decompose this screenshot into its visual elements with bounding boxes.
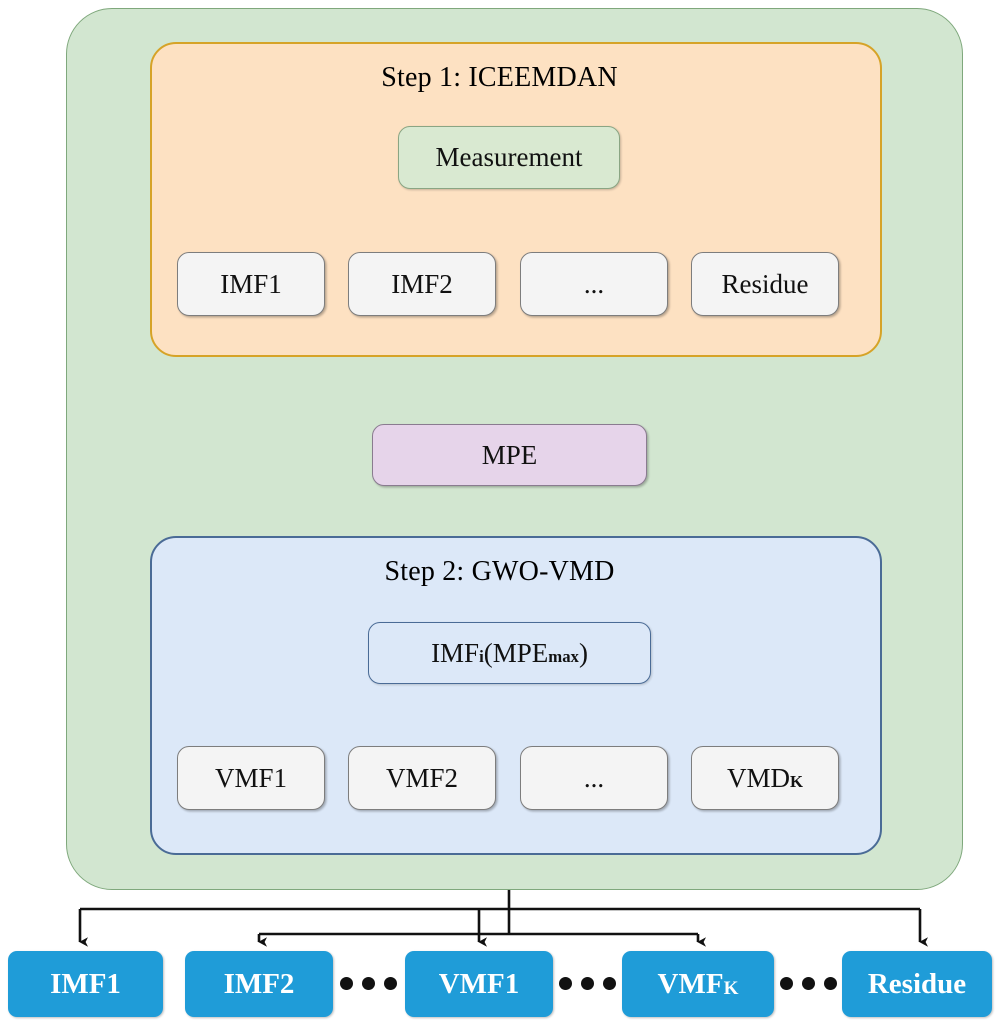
imf2-label: IMF2 [391, 268, 453, 299]
imf2-box[interactable]: IMF2 [348, 252, 496, 316]
result-vmf1[interactable]: VMF1 [405, 951, 553, 1017]
imf-i-base: IMF [431, 637, 480, 668]
ellipsis-dots-1 [340, 968, 397, 998]
vmd-k-base: VMD [726, 762, 790, 793]
ellipsis-dots-2 [559, 968, 616, 998]
ellipsis-dot [824, 976, 837, 990]
residue-box[interactable]: Residue [691, 252, 839, 316]
vmd-k-subscript: K [789, 772, 804, 792]
imf-i-subscript: i [479, 647, 484, 667]
ellipsis-dot [802, 976, 815, 990]
result-vmf1-base: VMF1 [438, 967, 520, 1000]
vmf2-label: VMF2 [385, 762, 459, 793]
result-vmf-k-base: VMF [657, 967, 724, 1000]
ellipsis-dot [362, 976, 375, 990]
result-imf1-base: IMF1 [50, 967, 121, 1000]
mpe-label: MPE [481, 439, 538, 470]
imf1-box[interactable]: IMF1 [177, 252, 325, 316]
result-imf1[interactable]: IMF1 [8, 951, 163, 1017]
result-residue-base: Residue [867, 967, 967, 1000]
measurement-label: Measurement [435, 142, 583, 172]
result-imf2[interactable]: IMF2 [185, 951, 333, 1017]
imf1-label: IMF1 [220, 268, 282, 299]
step1-title: Step 1: ICEEMDAN [381, 62, 618, 93]
result-vmf-k-sub: K [723, 977, 739, 999]
ellipsis-dot [581, 976, 594, 990]
ellipsis-dot [559, 976, 572, 990]
measurement-box[interactable]: Measurement [398, 126, 620, 189]
imf-ellipsis-label: ... [583, 268, 605, 299]
vmf1-label: VMF1 [214, 762, 288, 793]
imf-i-mid: (MPE [483, 637, 549, 668]
imf-ellipsis-box[interactable]: ... [520, 252, 668, 316]
vmf1-box[interactable]: VMF1 [177, 746, 325, 810]
result-residue[interactable]: Residue [842, 951, 992, 1017]
result-imf2-base: IMF2 [223, 967, 295, 1000]
ellipsis-dot [340, 976, 353, 990]
ellipsis-dot [384, 976, 397, 990]
mpe-max-subscript: max [548, 647, 579, 667]
ellipsis-dot [603, 976, 616, 990]
ellipsis-dot [780, 976, 793, 990]
imf-i-end: ) [578, 637, 588, 668]
mpe-box[interactable]: MPE [372, 424, 647, 486]
residue-label: Residue [721, 268, 809, 299]
step2-title: Step 2: GWO-VMD [384, 556, 615, 587]
vmf-ellipsis-box[interactable]: ... [520, 746, 668, 810]
vmf-ellipsis-label: ... [583, 762, 605, 793]
ellipsis-dots-3 [780, 968, 837, 998]
vmf2-box[interactable]: VMF2 [348, 746, 496, 810]
